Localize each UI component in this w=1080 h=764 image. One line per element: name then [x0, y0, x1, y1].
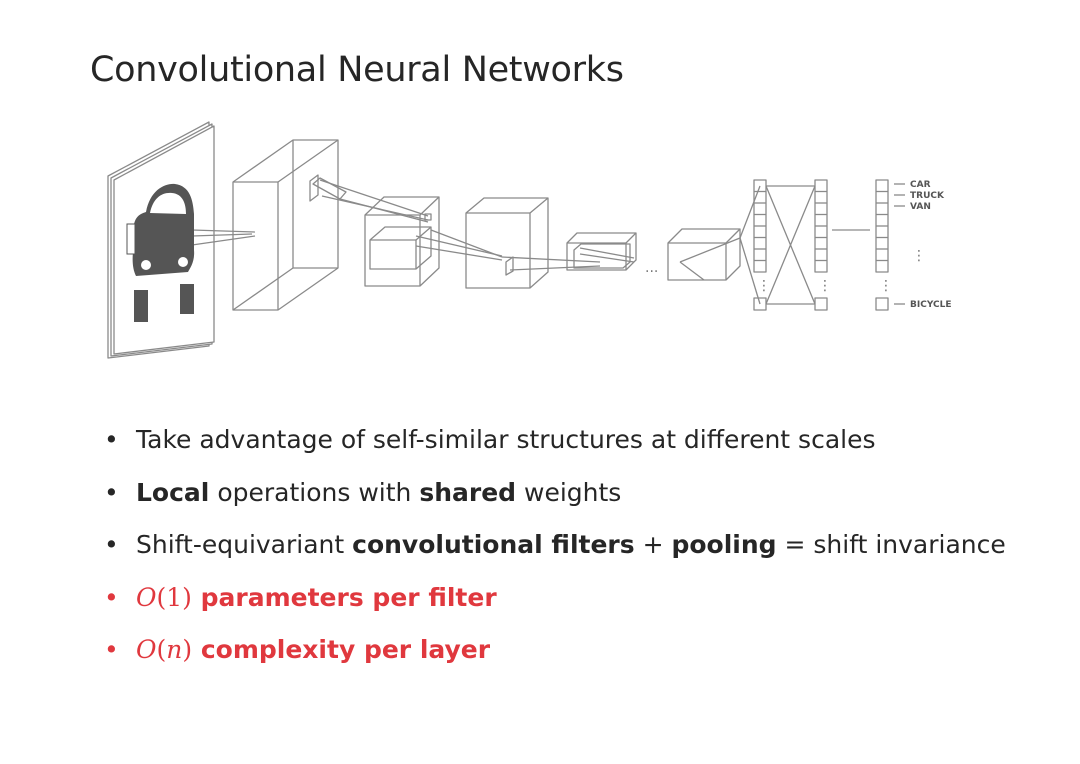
feature-map-3 — [465, 197, 549, 289]
bullet-item: Take advantage of self-similar structure… — [104, 414, 1006, 467]
output-label-truck: TRUCK — [910, 191, 945, 201]
bullet-item: Shift-equivariant convolutional filters … — [104, 519, 1006, 572]
vertical-ellipsis-3: ⋮ — [879, 278, 893, 294]
bullet-list: Take advantage of self-similar structure… — [104, 414, 1006, 677]
car-icon — [126, 183, 195, 322]
math-expression: O(1) — [136, 582, 192, 612]
vertical-ellipsis-1: ⋮ — [757, 278, 771, 294]
vertical-ellipsis-4: ⋮ — [912, 248, 926, 264]
fc-layer-1 — [753, 179, 767, 311]
bullet-item-highlight: O(n) complexity per layer — [104, 624, 1006, 677]
bullet-item-highlight: O(1) parameters per filter — [104, 572, 1006, 625]
feature-map-5 — [667, 228, 741, 281]
output-label-van: VAN — [910, 202, 931, 212]
output-label-car: CAR — [910, 180, 931, 190]
cnn-diagram: ... ⋮ ⋮ ⋮ ⋮ CAR TRUCK VAN BICYCLE — [107, 121, 952, 359]
fc-layer-2 — [814, 179, 828, 311]
slide-title: Convolutional Neural Networks — [90, 50, 624, 90]
vertical-ellipsis-2: ⋮ — [818, 278, 832, 294]
layer-ellipsis: ... — [645, 260, 658, 276]
bullet-item: Local operations with shared weights — [104, 467, 1006, 520]
feature-map-1 — [232, 139, 339, 311]
feature-map-2 — [364, 196, 440, 287]
output-label-bicycle: BICYCLE — [910, 300, 952, 310]
math-expression: O(n) — [136, 635, 193, 664]
output-layer — [875, 179, 905, 311]
